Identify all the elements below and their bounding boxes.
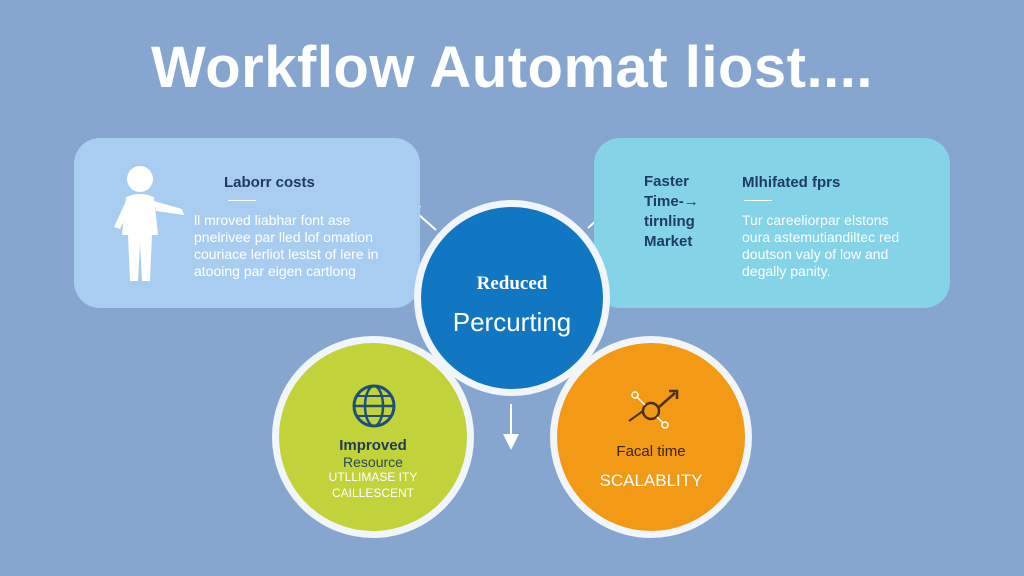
labor-costs-text: ll mroved liabhar font ase pnelrivee par…: [194, 212, 379, 279]
utilization-label: UTLLIMASE ITY: [328, 470, 418, 484]
person-icon: [114, 166, 184, 281]
reduced-processing-circle: Reduced Percurting: [414, 200, 610, 396]
faster-line-2: Time-→: [644, 193, 699, 210]
mitigated-text: Tur careeliorpar elstons oura astemutian…: [742, 212, 900, 279]
improved-resource-circle: Improved Resource UTLLIMASE ITY CAILLESC…: [272, 336, 474, 538]
excellence-label: CAILLESCENT: [331, 486, 415, 500]
processing-label: Percurting: [452, 307, 572, 337]
mitigated-title: Mlhifated fprs: [742, 174, 841, 191]
title-underline: [228, 200, 256, 201]
improved-label: Improved: [339, 437, 407, 454]
scalability-label: SCALABLITY: [599, 471, 703, 490]
market-panel: Faster Time-→ tirnling Market Mlhifated …: [594, 138, 950, 308]
page-title: Workflow Automat liost....: [151, 35, 873, 100]
network-icon: [628, 389, 679, 429]
faster-time-label: Faster Time-→ tirnling Market: [644, 172, 699, 252]
labor-costs-title: Laborr costs: [224, 174, 315, 191]
faster-line-3: tirnling: [644, 213, 695, 230]
reduced-label: Reduced: [476, 273, 548, 294]
focal-time-label: Facal time: [616, 443, 686, 460]
faster-line-4: Market: [644, 233, 693, 250]
resource-label: Resource: [343, 454, 403, 470]
title-underline: [744, 200, 772, 201]
faster-line-1: Faster: [644, 173, 690, 190]
scalability-circle: Facal time SCALABLITY: [550, 336, 752, 538]
globe-icon: [352, 384, 396, 428]
